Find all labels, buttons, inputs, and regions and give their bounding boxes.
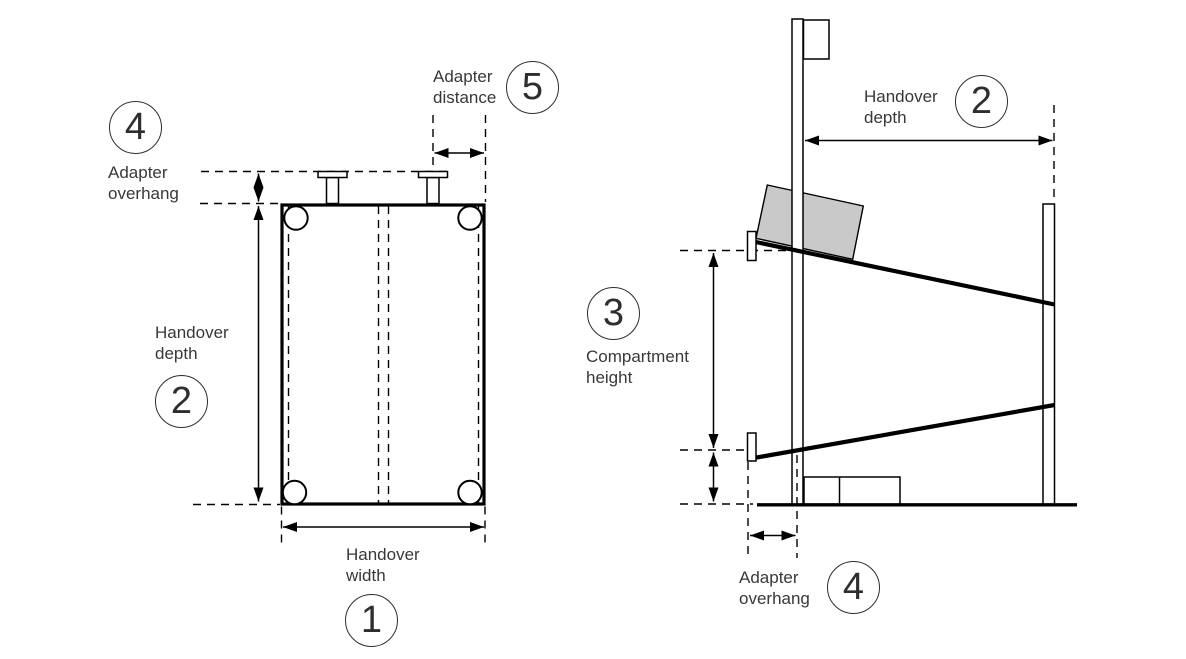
corner-roller-top-right <box>457 205 483 231</box>
corner-roller-bottom-left <box>281 479 308 506</box>
adapter-stem-right <box>426 176 440 205</box>
label-line: Adapter <box>739 568 799 587</box>
label-line: Handover <box>346 545 420 564</box>
label-handover-depth-top-view: Handover depth <box>155 322 229 364</box>
label-handover-depth-side-view: Handover depth <box>864 86 938 128</box>
adapter-cap-right <box>417 170 449 179</box>
handover-opening-outline <box>280 203 486 506</box>
lower-adapter <box>746 432 757 462</box>
adapter-stem-left <box>325 176 340 205</box>
corner-roller-bottom-right <box>457 479 483 506</box>
label-line: distance <box>433 88 497 107</box>
label-line: overhang <box>108 184 179 203</box>
callout-handover-width: 1 <box>345 594 398 647</box>
callout-handover-depth-top-view: 2 <box>155 375 208 428</box>
label-line: Handover <box>864 87 938 106</box>
label-line: overhang <box>739 589 810 608</box>
callout-adapter-overhang-top-view: 4 <box>109 101 162 154</box>
label-adapter-overhang-top-view: Adapter overhang <box>108 162 179 204</box>
label-line: depth <box>864 108 907 127</box>
label-adapter-overhang-side-view: Adapter overhang <box>739 567 810 609</box>
label-line: depth <box>155 344 198 363</box>
side-view <box>680 18 1077 558</box>
lower-shelf-ramp <box>750 402 1055 461</box>
front-wall <box>791 18 804 506</box>
parcel-package <box>755 184 865 261</box>
label-line: height <box>586 368 633 387</box>
callout-adapter-distance: 5 <box>506 61 559 114</box>
base-box <box>803 476 901 506</box>
callout-adapter-overhang-side-view: 4 <box>827 561 880 614</box>
callout-handover-depth-side-view: 2 <box>955 75 1008 128</box>
label-line: Adapter <box>433 67 493 86</box>
label-adapter-distance: Adapter distance <box>433 66 496 108</box>
label-compartment-height: Compartment height <box>586 346 689 388</box>
rear-wall <box>1042 203 1056 506</box>
label-line: Adapter <box>108 163 168 182</box>
label-line: width <box>346 566 386 585</box>
label-line: Compartment <box>586 347 689 366</box>
label-handover-width: Handover width <box>346 544 420 586</box>
top-view <box>193 115 487 545</box>
wall-top-box <box>802 19 830 60</box>
callout-compartment-height: 3 <box>587 287 640 340</box>
adapter-cap-left <box>317 170 348 179</box>
label-line: Handover <box>155 323 229 342</box>
upper-adapter <box>746 230 757 262</box>
upper-shelf-ramp <box>750 238 1055 307</box>
corner-roller-top-left <box>283 205 309 231</box>
